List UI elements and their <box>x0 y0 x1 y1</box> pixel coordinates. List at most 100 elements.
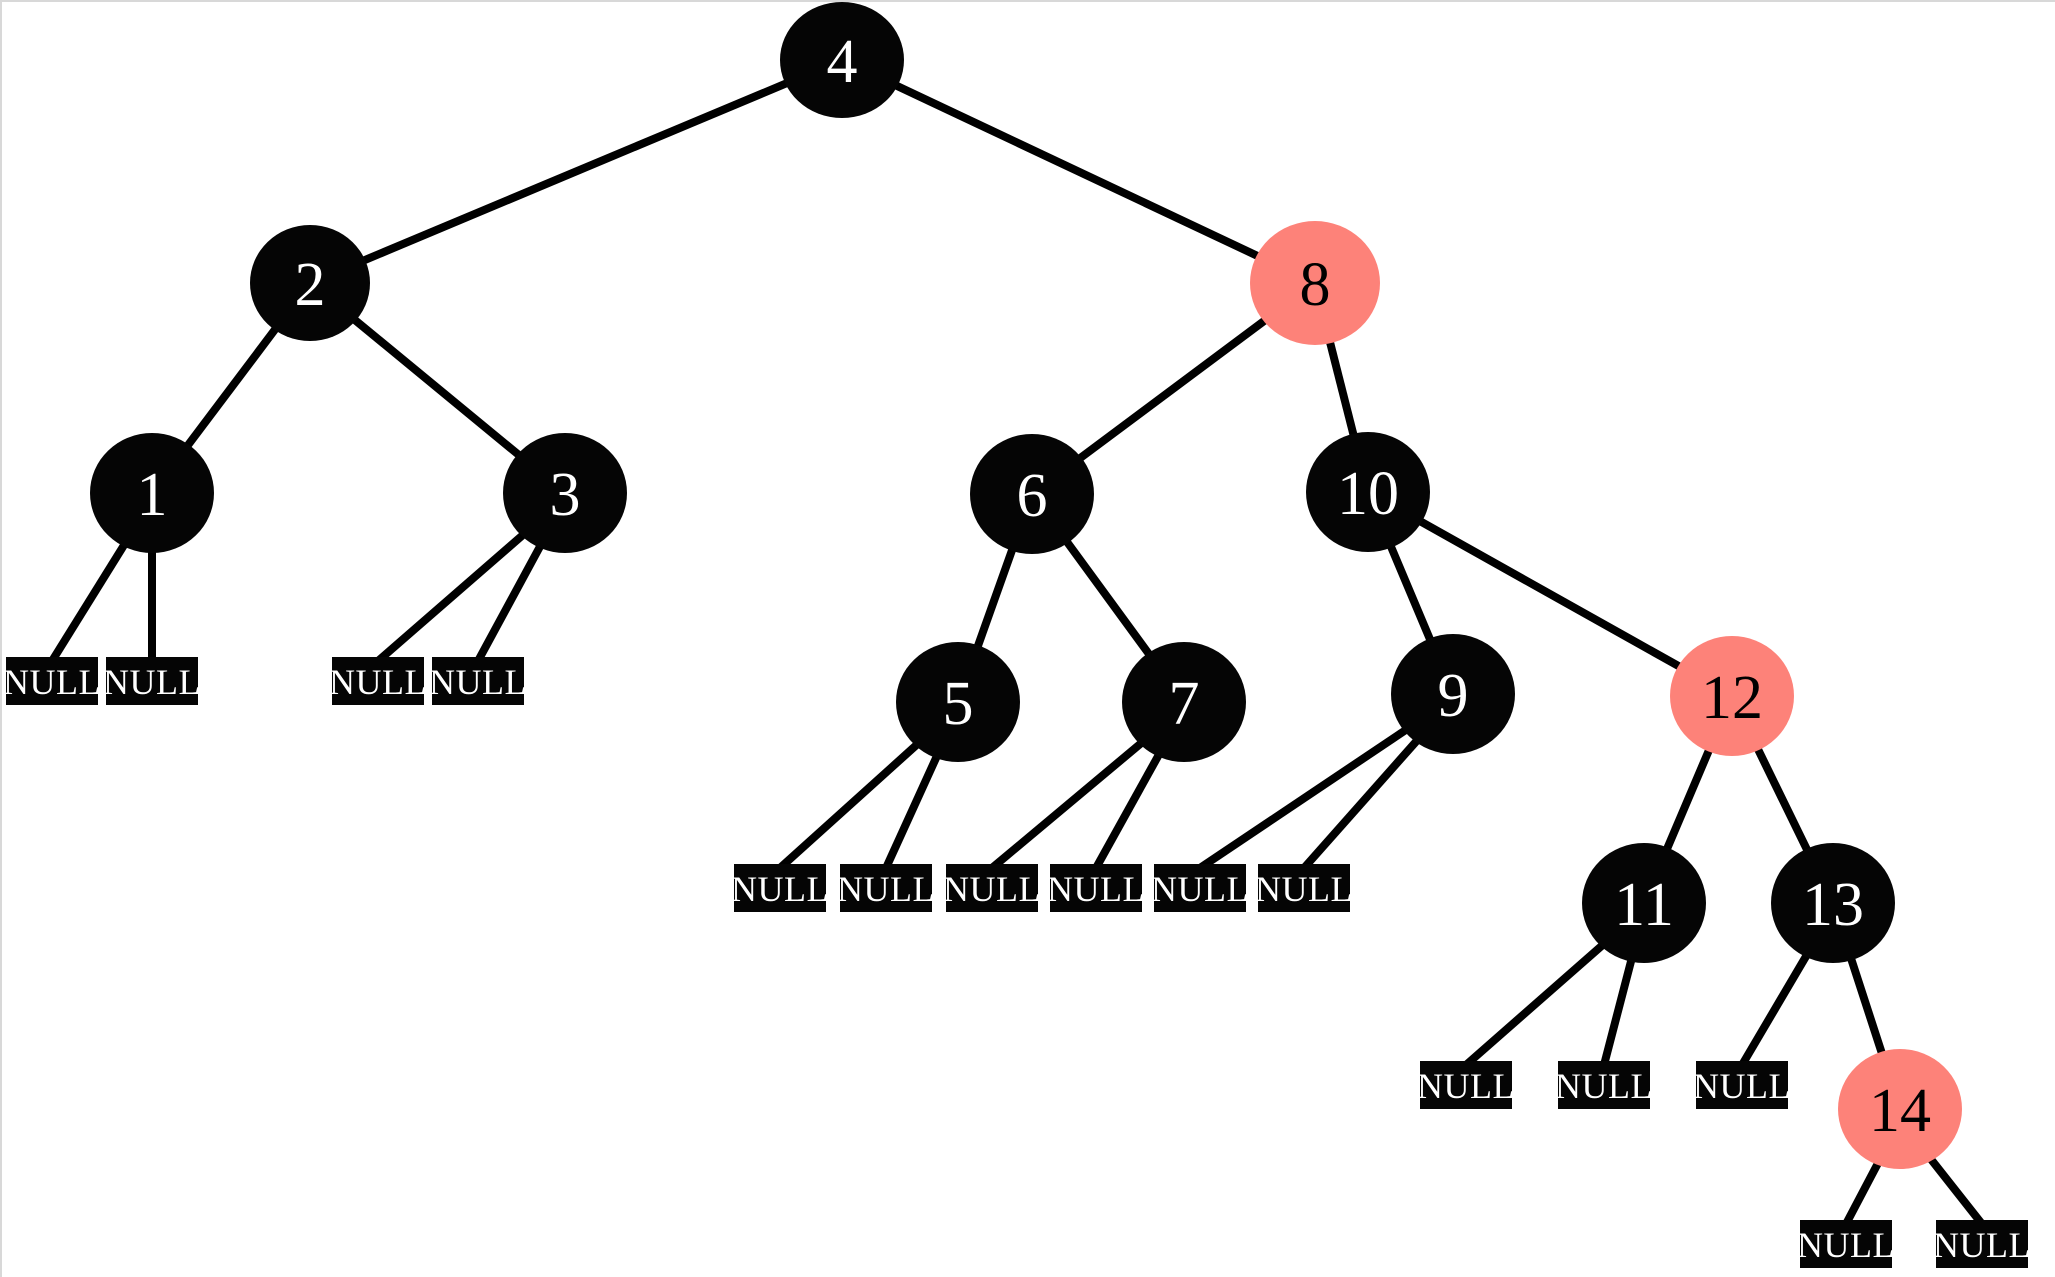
red-node-circle[interactable] <box>1838 1049 1962 1169</box>
null-leaf-box <box>840 864 932 912</box>
null-leaf-label: NULL <box>1555 1066 1653 1106</box>
null-leaf: NULL <box>1255 864 1353 912</box>
null-leaf-label: NULL <box>1933 1225 2031 1265</box>
tree-node-8[interactable]: 8 <box>1250 221 1380 345</box>
null-leaf-label: NULL <box>943 869 1041 909</box>
tree-edge <box>973 544 1018 651</box>
red-node-circle[interactable] <box>1250 221 1380 345</box>
null-leaf-box <box>6 657 98 705</box>
tree-node-9[interactable]: 9 <box>1391 634 1515 754</box>
null-leaf-box <box>734 864 826 912</box>
red-node-circle[interactable] <box>1670 636 1794 756</box>
black-node-circle[interactable] <box>1391 634 1515 754</box>
tree-edge <box>989 737 1147 872</box>
tree-edge <box>182 323 281 451</box>
null-leaf: NULL <box>1555 1061 1653 1109</box>
tree-edge <box>1061 536 1154 659</box>
null-leaf-label: NULL <box>1255 869 1353 909</box>
tree-edge <box>375 529 529 665</box>
tree-node-14[interactable]: 14 <box>1838 1049 1962 1169</box>
edges-layer <box>48 78 1986 1227</box>
tree-edge <box>349 314 524 460</box>
null-leaf: NULL <box>1693 1061 1791 1109</box>
tree-node-11[interactable]: 11 <box>1582 843 1706 963</box>
null-leaf: NULL <box>429 657 527 705</box>
black-node-circle[interactable] <box>970 434 1094 554</box>
tree-node-3[interactable]: 3 <box>503 433 627 553</box>
tree-node-label: 5 <box>943 670 974 738</box>
tree-node-label: 10 <box>1337 460 1399 528</box>
tree-edge <box>1463 940 1608 1069</box>
null-leaf: NULL <box>1417 1061 1515 1109</box>
black-node-circle[interactable] <box>1771 843 1895 963</box>
tree-edge <box>891 80 1263 262</box>
tree-edge <box>1325 337 1359 439</box>
null-leaf-label: NULL <box>837 869 935 909</box>
tree-edge <box>1752 744 1812 855</box>
black-node-circle[interactable] <box>780 2 904 118</box>
null-leaf-label: NULL <box>329 662 427 702</box>
tree-node-12[interactable]: 12 <box>1670 636 1794 756</box>
tree-node-label: 1 <box>137 461 168 529</box>
black-node-circle[interactable] <box>90 433 214 553</box>
null-leaf-box <box>1558 1061 1650 1109</box>
tree-node-2[interactable]: 2 <box>250 225 370 341</box>
null-leaf-label: NULL <box>1417 1066 1515 1106</box>
tree-edge <box>1092 750 1164 870</box>
null-leaf: NULL <box>103 657 201 705</box>
black-node-circle[interactable] <box>503 433 627 553</box>
null-leaf-label: NULL <box>1693 1066 1791 1106</box>
null-leaf: NULL <box>1047 864 1144 912</box>
null-leaf-box <box>432 657 524 705</box>
black-node-circle[interactable] <box>250 225 370 341</box>
tree-edge <box>1925 1154 1986 1227</box>
null-leaf-label: NULL <box>1151 869 1249 909</box>
null-leaf-box <box>1154 864 1246 912</box>
null-leaf: NULL <box>3 657 100 705</box>
null-leaf-box <box>332 657 424 705</box>
null-leaf-box <box>1936 1220 2028 1268</box>
null-leaf-label: NULL <box>103 662 201 702</box>
tree-node-5[interactable]: 5 <box>896 642 1020 762</box>
tree-node-label: 9 <box>1438 662 1469 730</box>
black-node-circle[interactable] <box>896 642 1020 762</box>
black-node-circle[interactable] <box>1306 432 1430 552</box>
tree-node-label: 2 <box>295 251 326 319</box>
null-leaf: NULL <box>1151 864 1249 912</box>
black-node-circle[interactable] <box>1582 843 1706 963</box>
null-leaf-box <box>106 657 198 705</box>
tree-node-label: 13 <box>1802 871 1864 939</box>
tree-node-label: 8 <box>1300 251 1331 319</box>
tree-edge <box>1301 735 1422 871</box>
null-leaf: NULL <box>1797 1220 1895 1268</box>
tree-edge <box>1197 724 1411 872</box>
null-leaf-box <box>946 864 1038 912</box>
null-leaf: NULL <box>329 657 427 705</box>
null-leaf: NULL <box>1933 1220 2031 1268</box>
tree-node-4[interactable]: 4 <box>780 2 904 118</box>
tree-node-10[interactable]: 10 <box>1306 432 1430 552</box>
tree-edge <box>359 78 792 266</box>
tree-node-1[interactable]: 1 <box>90 433 214 553</box>
tree-edge <box>777 739 922 871</box>
tree-node-label: 4 <box>827 28 858 96</box>
tree-node-13[interactable]: 13 <box>1771 843 1895 963</box>
null-leaf: NULL <box>943 864 1041 912</box>
tree-node-7[interactable]: 7 <box>1122 642 1246 762</box>
tree-edge <box>1846 954 1887 1058</box>
null-leaf-label: NULL <box>731 869 829 909</box>
tree-node-label: 3 <box>550 461 581 529</box>
null-leaf-box <box>1696 1061 1788 1109</box>
black-node-circle[interactable] <box>1122 642 1246 762</box>
null-leaf-label: NULL <box>429 662 527 702</box>
null-leaf-label: NULL <box>1797 1225 1895 1265</box>
null-leaf-box <box>1420 1061 1512 1109</box>
tree-node-6[interactable]: 6 <box>970 434 1094 554</box>
tree-edge <box>1600 955 1637 1067</box>
null-leaf: NULL <box>837 864 935 912</box>
null-leaf-box <box>1800 1220 1892 1268</box>
tree-edge <box>48 539 130 664</box>
